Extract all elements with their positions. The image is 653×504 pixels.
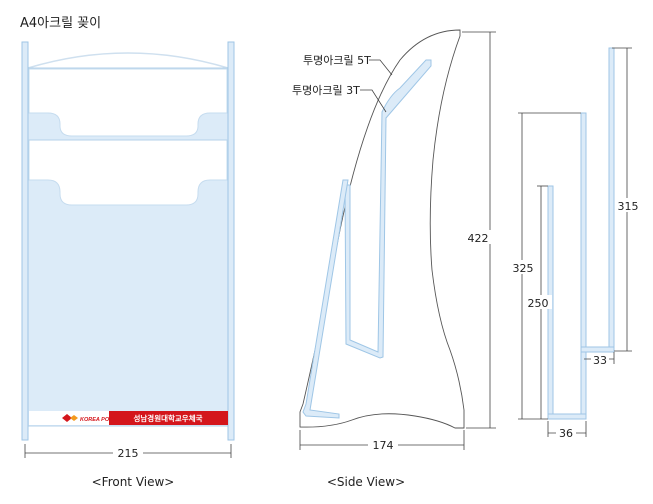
detail-view: 315 325 250 33 36 bbox=[510, 47, 640, 440]
front-right-post bbox=[227, 41, 235, 441]
front-view-caption: <Front View> bbox=[92, 475, 175, 489]
detail-dim-250: 250 bbox=[528, 297, 549, 310]
side-inner-strip bbox=[344, 59, 432, 359]
side-width-dim: 174 bbox=[373, 439, 394, 452]
detail-dim-315: 315 bbox=[618, 200, 639, 213]
side-label-3t: 투명아크릴 3T bbox=[292, 84, 360, 97]
detail-dim-33: 33 bbox=[593, 354, 607, 367]
front-logo-text: KOREA POST bbox=[80, 417, 117, 423]
side-view-caption: <Side View> bbox=[327, 475, 405, 489]
detail-bottom-base bbox=[547, 413, 587, 420]
detail-dim-36: 36 bbox=[559, 427, 573, 440]
detail-dim-325: 325 bbox=[513, 262, 534, 275]
detail-back-foot bbox=[580, 346, 615, 353]
front-left-post bbox=[21, 41, 29, 441]
front-pocket-2 bbox=[28, 139, 228, 206]
side-label-5t: 투명아크릴 5T bbox=[303, 54, 371, 67]
front-pocket-1 bbox=[28, 68, 228, 137]
side-callout-3t bbox=[360, 89, 387, 113]
side-front-plate bbox=[302, 179, 349, 419]
front-banner-text: 성남경원대학교우체국 bbox=[134, 413, 203, 423]
korea-post-logo-icon bbox=[62, 414, 78, 422]
page-title: A4아크릴 꽂이 bbox=[20, 16, 102, 31]
front-top-arch bbox=[27, 52, 229, 69]
detail-long-panel bbox=[580, 112, 587, 420]
front-banner-red bbox=[109, 411, 228, 425]
side-view: 투명아크릴 5T 투명아크릴 3T 422 174 <Side View> bbox=[292, 29, 496, 489]
detail-back-panel bbox=[608, 47, 615, 352]
front-view: KOREA POST 성남경원대학교우체국 215 <Front View> bbox=[21, 41, 235, 489]
front-width-dim: 215 bbox=[118, 447, 139, 460]
side-height-dim: 422 bbox=[468, 232, 489, 245]
side-callout-5t bbox=[369, 59, 393, 76]
